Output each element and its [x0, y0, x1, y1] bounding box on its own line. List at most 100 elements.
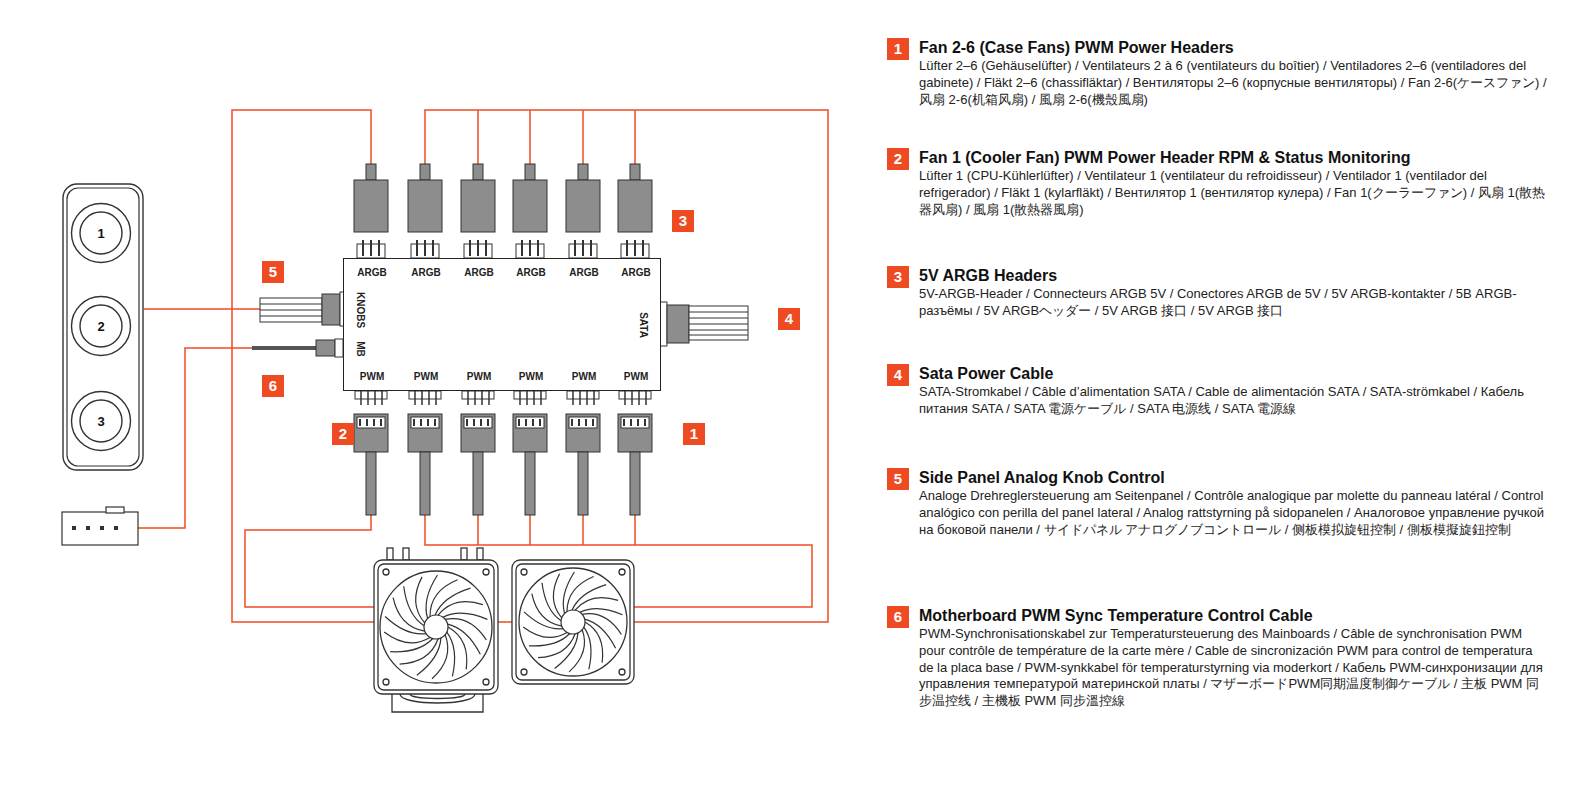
callout-number: 6 — [262, 375, 284, 397]
callout-number: 5 — [262, 261, 284, 283]
sata-cable — [652, 302, 748, 346]
fan-blades — [384, 572, 622, 679]
callout-number: 5 — [269, 261, 277, 283]
plug-pin — [578, 419, 580, 426]
plug-pin — [644, 419, 646, 426]
pwm-cable — [578, 452, 588, 515]
header-pin — [638, 391, 640, 405]
legend-entry: 5Side Panel Analog Knob ControlAnaloge D… — [887, 468, 1547, 538]
legend-entry: 2 Fan 1 (Cooler Fan) PWM Power Header RPM… — [887, 148, 1547, 218]
callout-number: 3 — [679, 210, 687, 232]
fan-blade — [582, 614, 621, 649]
entry-title: Sata Power Cable — [919, 364, 1547, 384]
port-label: KNOBS — [355, 292, 365, 328]
callout-number: 4 — [785, 308, 793, 330]
header-pin — [626, 240, 628, 256]
motherboard-connector — [62, 507, 138, 545]
plug-pin — [366, 419, 368, 426]
knobs-cable — [260, 292, 346, 326]
header-pin — [582, 240, 584, 256]
header-pin — [374, 391, 376, 405]
plug-pin — [427, 419, 429, 426]
callout-number: 1 — [887, 38, 909, 60]
argb-plug — [461, 180, 495, 232]
entry-body: SATA-Stromkabel / Câble d’alimentation S… — [919, 384, 1547, 418]
knob: 1 — [70, 202, 132, 264]
knob: 2 — [70, 295, 132, 357]
header-pin — [467, 391, 469, 405]
callout-number: 6 — [887, 606, 909, 628]
header-pin — [642, 240, 644, 256]
plug-pin — [630, 419, 632, 426]
fan-hub — [561, 610, 585, 634]
pwm-plug-face — [516, 417, 544, 428]
plug-pin — [413, 419, 415, 426]
legend-entry: 35V ARGB Headers5V-ARGB-Header / Connect… — [887, 266, 1547, 320]
pwm-plug — [566, 414, 600, 452]
orange-wires — [138, 110, 828, 622]
entry-title: Fan 1 (Cooler Fan) PWM Power Header RPM … — [919, 148, 1547, 168]
header-pin — [435, 391, 437, 405]
plug-pin — [637, 419, 639, 426]
port-label: MB — [355, 341, 365, 357]
header-pin — [631, 391, 633, 405]
callout-number: 2 — [887, 148, 909, 170]
header-pin — [624, 391, 626, 405]
header-pin — [428, 391, 430, 405]
fan-hub — [424, 615, 448, 639]
argb-plug-neck — [525, 164, 535, 180]
callout-number: 6 — [269, 375, 277, 397]
pwm-cable — [525, 452, 535, 515]
header-pin — [362, 240, 364, 256]
argb-plug-neck — [578, 164, 588, 180]
fan-hub-box: ARGBARGBARGBARGBARGBARGBKNOBSMBSATAPWMPW… — [343, 258, 661, 391]
port-label: PWM — [360, 372, 384, 382]
plug-pin — [487, 419, 489, 426]
callout-number: 2 — [332, 423, 354, 445]
header-pin — [634, 240, 636, 256]
pwm-plug — [618, 414, 652, 452]
header-pin — [367, 391, 369, 405]
knob: 3 — [70, 390, 132, 452]
port-label: ARGB — [357, 268, 386, 278]
port-label: ARGB — [569, 268, 598, 278]
port-label: ARGB — [621, 268, 650, 278]
header-pin — [519, 391, 521, 405]
pwm-plug — [513, 414, 547, 452]
entry-body: Analoge Drehreglersteuerung am Seitenpan… — [919, 488, 1547, 538]
plug-pin — [380, 419, 382, 426]
header-pin — [579, 391, 581, 405]
header-pin — [533, 391, 535, 405]
callout-number: 1 — [683, 423, 705, 445]
plug-pin — [532, 419, 534, 426]
argb-plug-neck — [473, 164, 483, 180]
callout-number: 4 — [887, 364, 909, 386]
pwm-cable — [630, 452, 640, 515]
header-pin — [540, 391, 542, 405]
header-pin — [590, 240, 592, 256]
argb-plug-neck — [420, 164, 430, 180]
entry-body: 5V-ARGB-Header / Connecteurs ARGB 5V / C… — [919, 286, 1547, 320]
legend-entry: 1Fan 2-6 (Case Fans) PWM Power HeadersLü… — [887, 38, 1547, 108]
fan-blade — [393, 586, 425, 631]
header-pin — [488, 391, 490, 405]
fan-blade — [430, 580, 471, 617]
header-pin — [378, 240, 380, 256]
header-pin — [521, 240, 523, 256]
header-pin — [474, 391, 476, 405]
knob-number: 1 — [97, 226, 104, 241]
entry-body: Lüfter 2–6 (Gehäuselüfter) / Ventilateur… — [919, 58, 1547, 108]
knob-panel: 1 2 3 — [62, 183, 144, 471]
plug-pin — [466, 419, 468, 426]
fan-blade — [567, 577, 606, 612]
header-pin — [432, 240, 434, 256]
port-label: PWM — [624, 372, 648, 382]
fan-blade — [445, 619, 486, 655]
plug-pin — [473, 419, 475, 426]
fan-blade — [584, 622, 603, 669]
argb-plug-neck — [366, 164, 376, 180]
entry-title: Side Panel Analog Knob Control — [919, 468, 1547, 488]
pwm-plug-face — [621, 417, 649, 428]
pwm-plug-face — [357, 417, 385, 428]
callout-number: 4 — [778, 308, 800, 330]
